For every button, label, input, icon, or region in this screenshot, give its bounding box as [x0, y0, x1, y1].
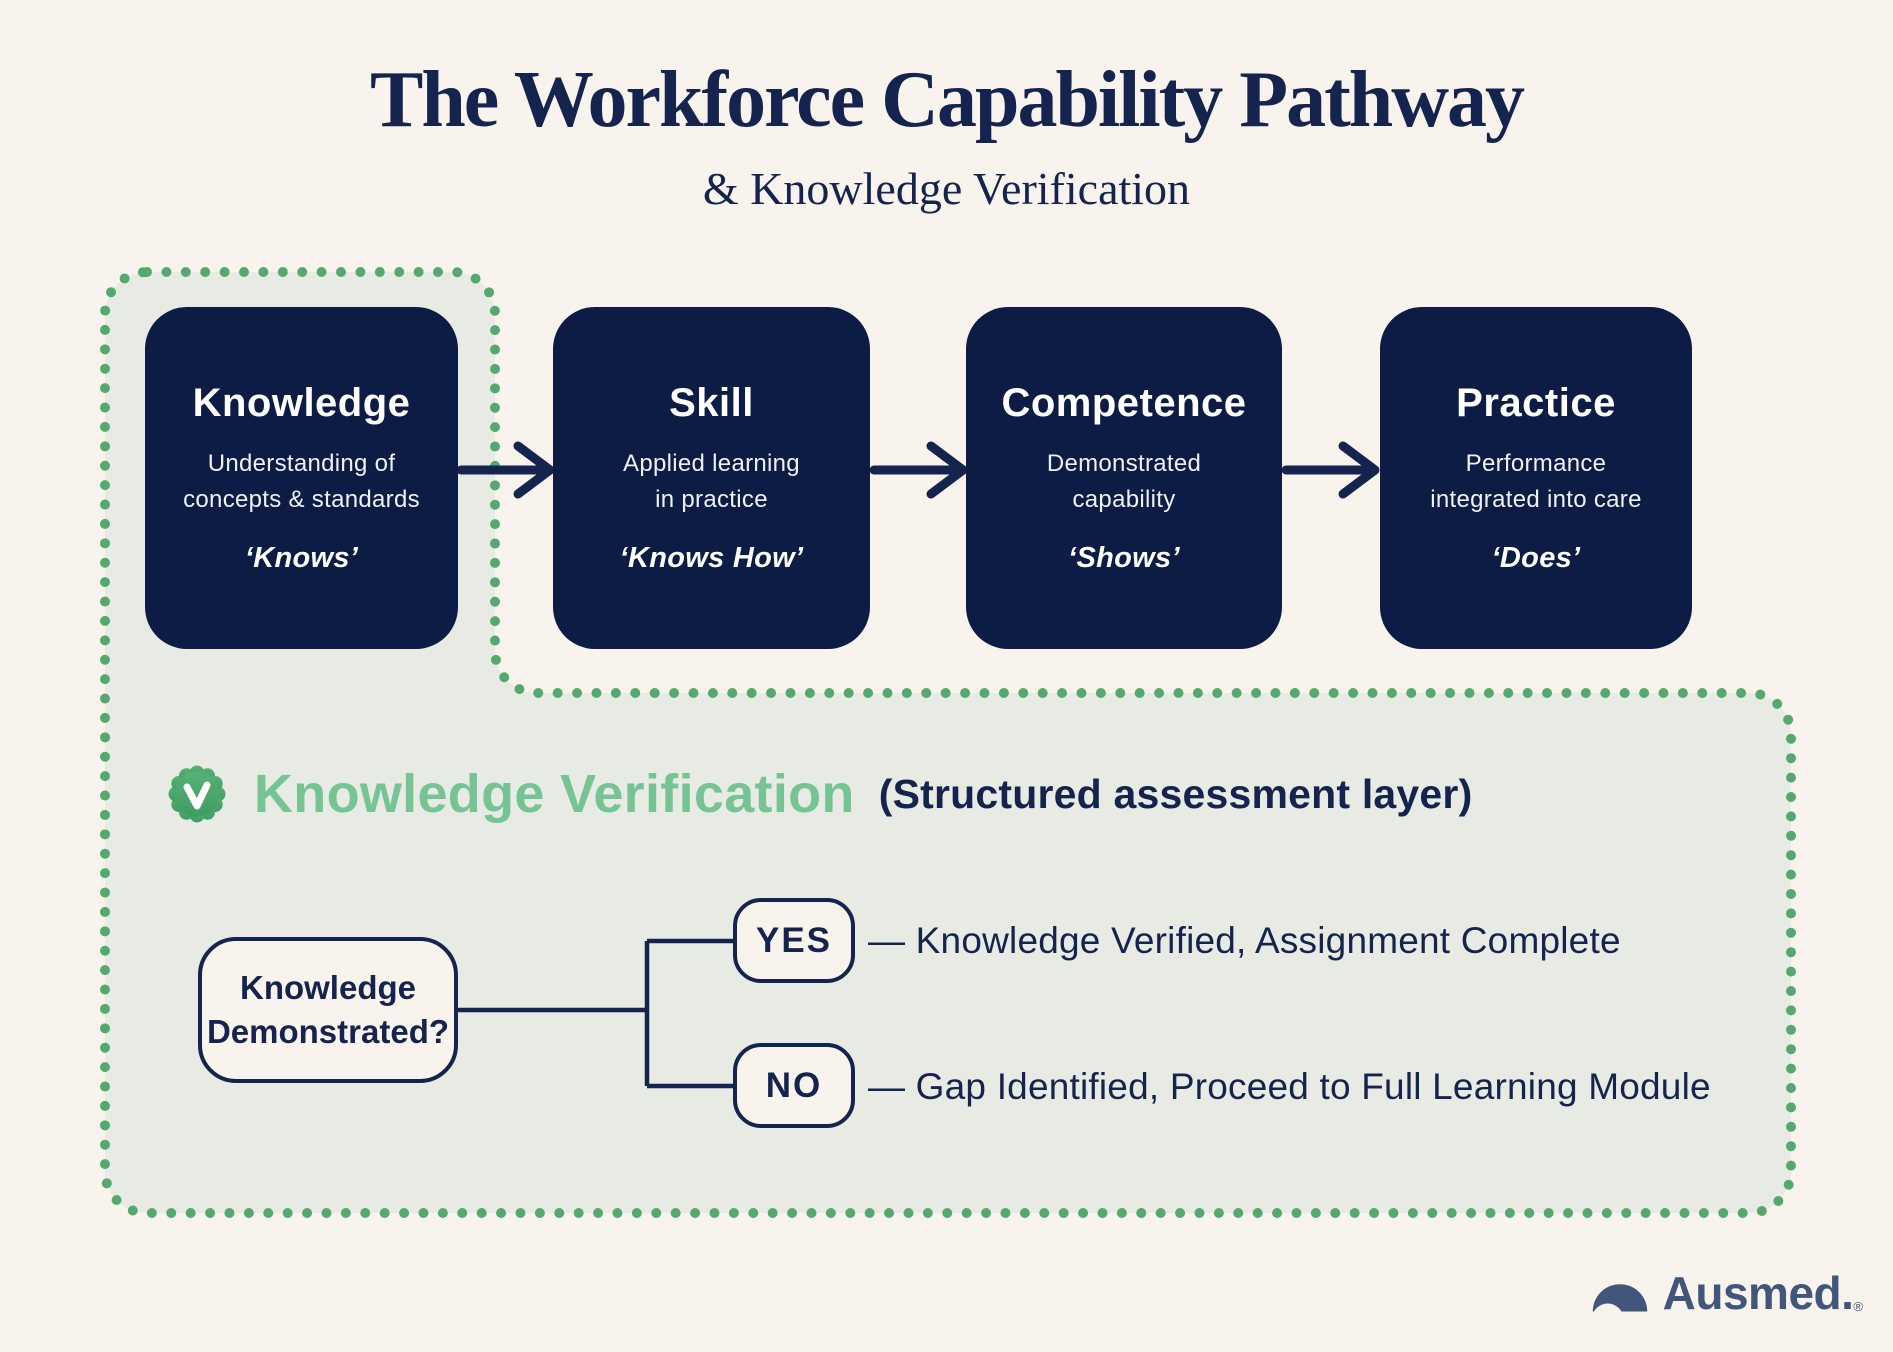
branch-no-result: — Gap Identified, Proceed to Full Learni…	[868, 1066, 1711, 1107]
stage-description: Demonstrated capability	[1046, 450, 1202, 513]
header: The Workforce Capability Pathway & Knowl…	[0, 55, 1893, 215]
verification-subheading: (Structured assessment layer)	[878, 770, 1473, 817]
stage-quote: ‘Shows’	[1068, 542, 1180, 574]
brand-wordmark: Ausmed.	[1662, 1267, 1854, 1319]
stage-quote: ‘Does’	[1491, 542, 1581, 574]
arrow-right-icon	[1281, 441, 1380, 499]
decision-question-line2: Demonstrated?	[206, 1013, 450, 1050]
stage-description: Performance integrated into care	[1430, 450, 1642, 513]
brand-logo: Ausmed. ®	[1591, 1266, 1863, 1320]
ausmed-arch-icon	[1592, 1284, 1647, 1314]
verification-heading: Knowledge Verification	[254, 764, 855, 824]
stage-description: Understanding of concepts & standards	[183, 450, 420, 513]
check-badge-icon	[168, 765, 226, 823]
decision-question-line1: Knowledge	[239, 969, 416, 1006]
stage-title: Knowledge	[192, 381, 411, 425]
stage-box-practice: Practice Performance integrated into car…	[1380, 307, 1692, 649]
decision-connector-lines	[457, 938, 733, 1089]
stage-box-competence: Competence Demonstrated capability ‘Show…	[966, 307, 1282, 649]
registered-mark-icon: ®	[1853, 1299, 1863, 1314]
stage-box-skill: Skill Applied learning in practice ‘Know…	[553, 307, 870, 649]
arrow-right-icon	[456, 441, 555, 499]
branch-yes-result: — Knowledge Verified, Assignment Complet…	[868, 920, 1621, 961]
branch-no-pill: NO	[733, 1043, 855, 1128]
stage-title: Skill	[669, 381, 754, 425]
page-subtitle: & Knowledge Verification	[702, 163, 1191, 214]
stage-title: Practice	[1456, 381, 1616, 425]
page-title: The Workforce Capability Pathway	[369, 56, 1525, 144]
stage-quote: ‘Knows’	[244, 542, 359, 574]
branch-yes-pill: YES	[733, 898, 855, 983]
verification-region-outline	[100, 267, 1796, 1218]
stage-title: Competence	[1001, 381, 1247, 425]
stage-description: Applied learning in practice	[623, 450, 800, 513]
decision-question-box: Knowledge Demonstrated?	[198, 937, 458, 1083]
arrow-right-icon	[869, 441, 968, 499]
stage-quote: ‘Knows How’	[619, 542, 804, 574]
stage-box-knowledge: Knowledge Understanding of concepts & st…	[145, 307, 458, 649]
verification-header: Knowledge Verification (Structured asses…	[168, 763, 1472, 825]
